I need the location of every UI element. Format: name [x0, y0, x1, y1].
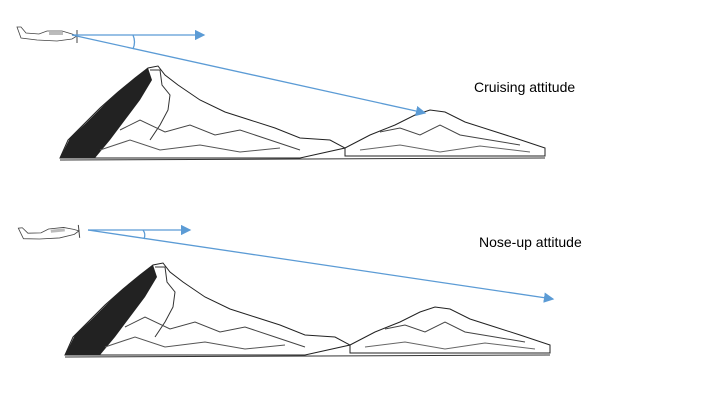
airplane-icon — [16, 26, 78, 44]
angle-arc — [142, 229, 146, 240]
line-of-sight — [87, 229, 555, 303]
cruising-attitude-label: Cruising attitude — [474, 79, 576, 95]
cruising-panel — [16, 26, 546, 161]
nose-up-panel — [64, 262, 551, 358]
nose-up-attitude-label: Nose-up attitude — [479, 234, 582, 250]
angle-arc — [132, 34, 136, 50]
mountain-scene — [59, 65, 546, 161]
line-of-sight — [71, 34, 427, 117]
airplane-icon — [17, 221, 81, 245]
nose-up-plane-group — [17, 221, 555, 303]
mountain-scene — [64, 262, 551, 358]
